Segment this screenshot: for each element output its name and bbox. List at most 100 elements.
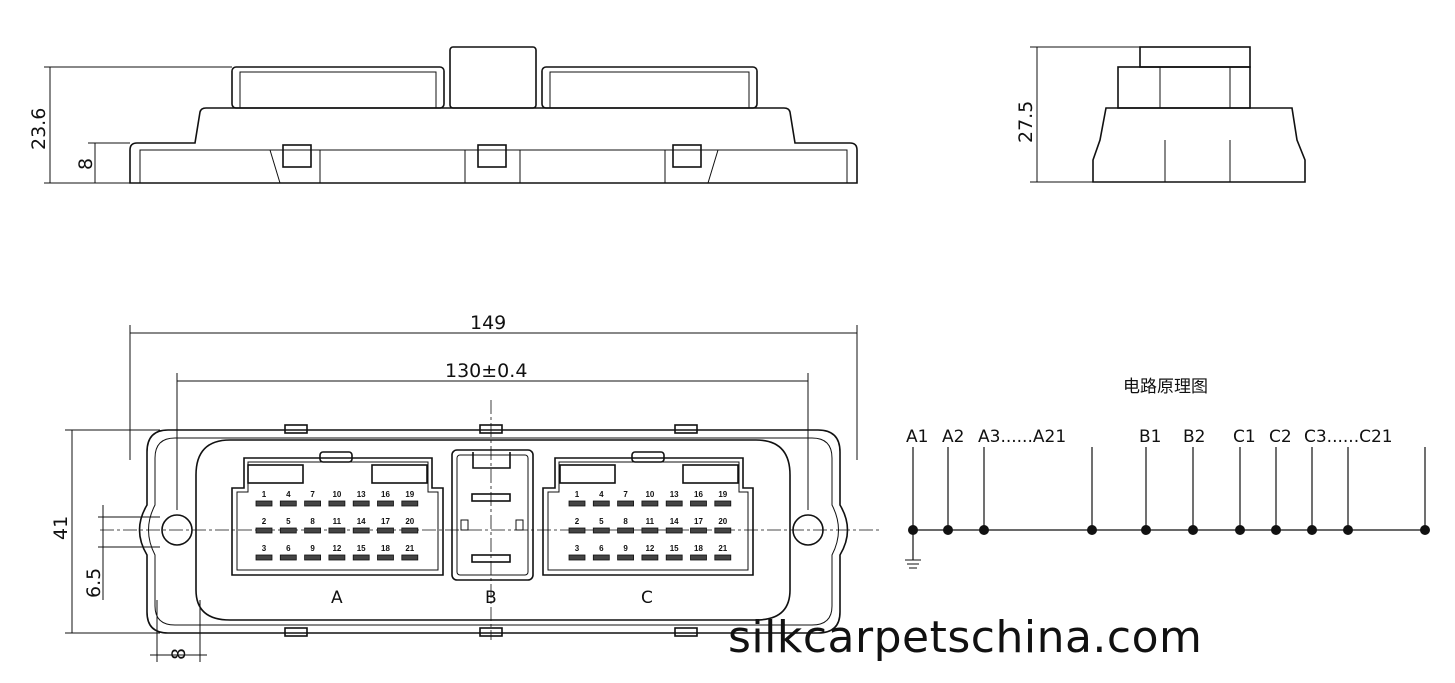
label-a2: A2: [942, 427, 964, 447]
pin-a5: [279, 527, 297, 534]
pin-a17: [377, 527, 394, 534]
pin-c18: [690, 554, 707, 561]
pin-a12: [328, 554, 346, 561]
junction-node: [979, 525, 989, 535]
pin-c19: [714, 500, 732, 507]
pin-c2: [568, 527, 586, 534]
pin-a6: [279, 554, 297, 561]
pin-number: 21: [405, 544, 414, 553]
junction-node: [1307, 525, 1317, 535]
schematic-title: 电路原理图: [1123, 377, 1208, 397]
end-view: 27.5: [1015, 46, 1306, 183]
label-a3-a21: A3......A21: [978, 427, 1066, 447]
pin-a18: [377, 554, 394, 561]
pin-number: 9: [623, 544, 628, 553]
pin-number: 13: [670, 490, 679, 499]
pin-number: 6: [286, 544, 291, 553]
pin-number: 4: [286, 490, 291, 499]
dim-end-height: 27.5: [1015, 101, 1037, 143]
label-b1: B1: [1139, 427, 1161, 447]
pin-number: 6: [599, 544, 604, 553]
pin-number: 14: [357, 517, 366, 526]
pin-number: 2: [262, 517, 267, 526]
pin-number: 14: [670, 517, 679, 526]
pin-number: 10: [332, 490, 341, 499]
pin-c5: [592, 527, 610, 534]
pin-a21: [401, 554, 419, 561]
pin-a13: [352, 500, 370, 507]
pin-number: 18: [694, 544, 703, 553]
pin-a4: [279, 500, 297, 507]
pin-c16: [690, 500, 707, 507]
dim-offset: 6.5: [83, 568, 105, 598]
pin-number: 9: [310, 544, 315, 553]
pin-c1: [568, 500, 586, 507]
pin-number: 13: [357, 490, 366, 499]
connector-label-b: B: [485, 588, 497, 608]
pin-number: 12: [645, 544, 654, 553]
pin-c6: [592, 554, 610, 561]
label-b2: B2: [1183, 427, 1205, 447]
label-c2: C2: [1269, 427, 1292, 447]
pin-c20: [714, 527, 732, 534]
pin-number: 1: [262, 490, 267, 499]
pin-number: 16: [694, 490, 703, 499]
pin-number: 18: [381, 544, 390, 553]
pin-number: 10: [645, 490, 654, 499]
label-c1: C1: [1233, 427, 1256, 447]
pin-number: 5: [286, 517, 291, 526]
label-a1: A1: [906, 427, 928, 447]
pin-c10: [641, 500, 659, 507]
pin-number: 15: [357, 544, 366, 553]
label-c3-c21: C3......C21: [1304, 427, 1393, 447]
connector-label-a: A: [331, 588, 343, 608]
pin-number: 7: [310, 490, 315, 499]
pin-number: 2: [575, 517, 580, 526]
pin-a20: [401, 527, 419, 534]
pin-a19: [401, 500, 419, 507]
connector-b: B: [451, 449, 534, 608]
pin-number: 21: [718, 544, 727, 553]
junction-node: [1271, 525, 1281, 535]
pin-a15: [352, 554, 370, 561]
junction-node: [908, 525, 918, 535]
pin-number: 11: [646, 517, 655, 526]
pin-a1: [255, 500, 273, 507]
pin-number: 8: [623, 517, 628, 526]
dim-side-height: 23.6: [28, 108, 50, 150]
junction-node: [1188, 525, 1198, 535]
pin-a11: [328, 527, 346, 534]
pin-a14: [352, 527, 370, 534]
junction-node: [943, 525, 953, 535]
pin-number: 19: [405, 490, 414, 499]
pin-number: 17: [694, 517, 703, 526]
pin-a10: [328, 500, 346, 507]
dim-height: 41: [50, 516, 72, 540]
pin-c4: [592, 500, 610, 507]
pin-number: 19: [718, 490, 727, 499]
pin-number: 11: [333, 517, 342, 526]
connector-label-c: C: [641, 588, 653, 608]
pin-number: 3: [262, 544, 267, 553]
pin-number: 20: [718, 517, 727, 526]
dim-flange: 8: [168, 648, 190, 660]
pin-number: 7: [623, 490, 628, 499]
junction-node: [1235, 525, 1245, 535]
dim-hole-spacing: 130±0.4: [445, 360, 527, 382]
pin-number: 16: [381, 490, 390, 499]
dim-side-base: 8: [75, 158, 97, 170]
pin-c7: [617, 500, 634, 507]
pin-number: 5: [599, 517, 604, 526]
pin-c11: [641, 527, 659, 534]
dim-width-total: 149: [470, 312, 506, 334]
side-view: 23.6 8: [28, 46, 858, 184]
pin-a3: [255, 554, 273, 561]
pin-a8: [304, 527, 322, 534]
pin-c8: [617, 527, 634, 534]
pin-c15: [665, 554, 683, 561]
pin-number: 17: [381, 517, 390, 526]
pin-a2: [255, 527, 273, 534]
